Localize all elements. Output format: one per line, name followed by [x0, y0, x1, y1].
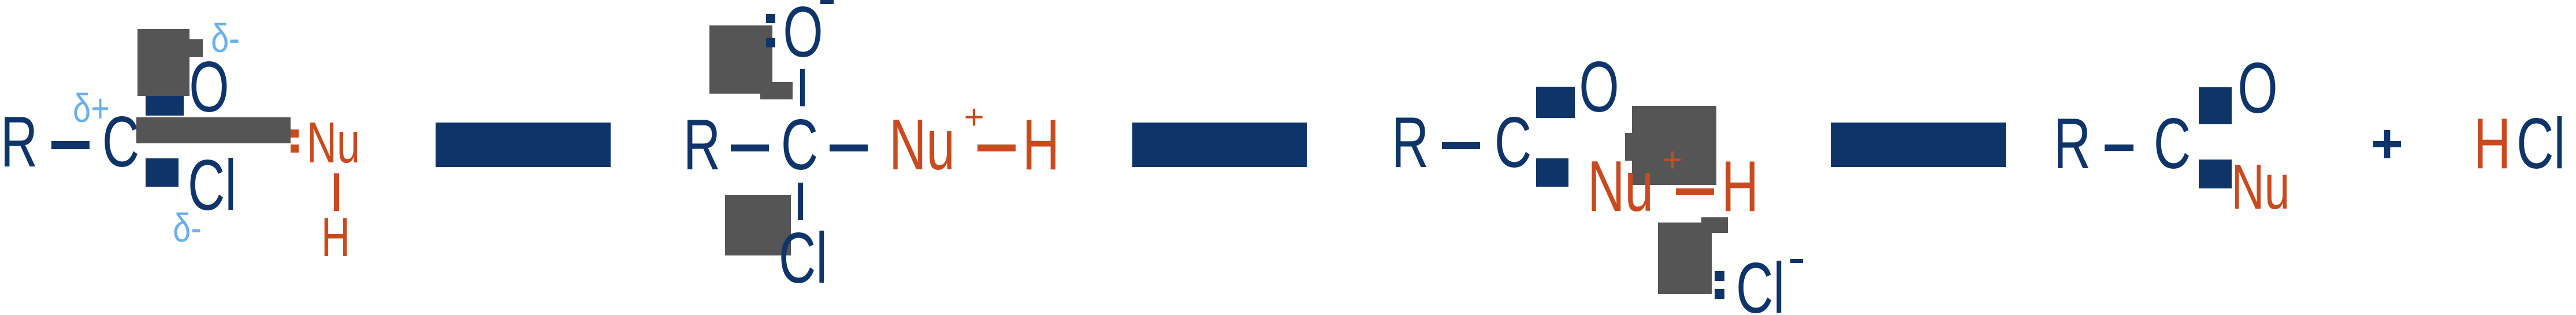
plus-sign: +	[2370, 113, 2404, 175]
nu-h-single-bond	[1676, 188, 1714, 195]
c-cl-bond	[146, 158, 179, 187]
carbonyl-carbon-label: C	[1494, 103, 1532, 183]
chlorine-label: Cl	[187, 146, 237, 225]
r-c-single-bond	[51, 141, 90, 149]
r-c-single-bond	[731, 144, 769, 151]
nucleophile-positive-charge: +	[964, 98, 984, 136]
c-nu-bond	[2199, 160, 2232, 188]
carbonyl-carbon-label: C	[102, 102, 140, 182]
hcl-hydrogen-label: H	[2473, 104, 2511, 184]
o-lone-pair-dot-top	[766, 14, 775, 23]
nucleophilic-attack-arrow-placeholder	[136, 117, 291, 143]
tetrahedral-carbon-label: C	[780, 105, 819, 185]
curved-arrow-placeholder-chlorine	[725, 195, 791, 255]
chlorine-label: Cl	[778, 218, 828, 298]
r-group-label: R	[0, 102, 38, 182]
chloride-ion-label: Cl	[1735, 249, 1785, 315]
carbonyl-oxygen-label: O	[189, 47, 229, 127]
r-group-label: R	[2053, 104, 2091, 184]
c-o-double-bond	[146, 96, 184, 116]
chloride-negative-charge	[1790, 259, 1803, 263]
nucleophile-hydrogen-label: H	[321, 206, 350, 268]
nu-h-single-bond	[977, 144, 1016, 151]
curved-arrow-placeholder-lower	[1658, 223, 1712, 294]
curved-arrow-placeholder-upper	[1632, 106, 1716, 185]
carbonyl-carbon-label: C	[2153, 104, 2191, 184]
nucleophile-positive-charge: +	[1662, 140, 1683, 179]
o-lone-pair-dot-bottom	[766, 38, 775, 47]
c-o-double-bond	[1536, 87, 1575, 118]
reaction-arrow-2	[1132, 123, 1307, 167]
delta-minus-oxygen: δ-	[211, 16, 240, 61]
r-c-single-bond	[2105, 144, 2133, 151]
hcl-chlorine-label: Cl	[2516, 104, 2566, 184]
nucleophile-label: Nu	[2231, 151, 2290, 223]
c-cl-single-bond	[798, 183, 803, 220]
curved-arrow-placeholder-top-step	[189, 39, 203, 57]
curved-arrow-placeholder-upper-step	[1625, 133, 1632, 161]
c-o-double-bond	[2199, 87, 2232, 124]
oxygen-negative-charge	[820, 0, 834, 4]
r-group-label: R	[1391, 103, 1429, 183]
curved-arrow-placeholder-lower-step	[1701, 217, 1728, 233]
r-group-label: R	[683, 105, 721, 185]
alkoxide-oxygen-label: O	[783, 0, 823, 72]
r-c-single-bond	[1442, 142, 1480, 149]
delta-minus-chlorine: δ-	[173, 205, 202, 250]
carbonyl-oxygen-label: O	[2237, 49, 2278, 128]
c-o-single-bond	[800, 69, 805, 106]
reaction-arrow-1	[436, 123, 611, 167]
c-nu-bond	[1536, 158, 1568, 187]
nucleophile-label: Nu	[1587, 147, 1654, 227]
curved-arrow-placeholder-oxygen-step	[760, 82, 793, 99]
lone-pair-dot-top	[291, 129, 299, 138]
c-nu-single-bond	[830, 144, 868, 151]
hydrogen-label: H	[1022, 105, 1060, 185]
carbonyl-oxygen-label: O	[1579, 47, 1619, 127]
hydrogen-label: H	[1721, 147, 1759, 227]
reaction-arrow-3	[1831, 123, 2006, 167]
cl-lone-pair-dot-top	[1715, 271, 1724, 281]
nucleophile-label: Nu	[306, 110, 360, 175]
cl-lone-pair-dot-bottom	[1715, 289, 1724, 299]
nu-h-bond	[334, 173, 339, 211]
lone-pair-dot-bottom	[291, 144, 299, 153]
delta-plus-carbon: δ+	[73, 86, 110, 131]
nucleophile-label: Nu	[889, 105, 956, 185]
curved-arrow-placeholder-top	[137, 29, 189, 96]
